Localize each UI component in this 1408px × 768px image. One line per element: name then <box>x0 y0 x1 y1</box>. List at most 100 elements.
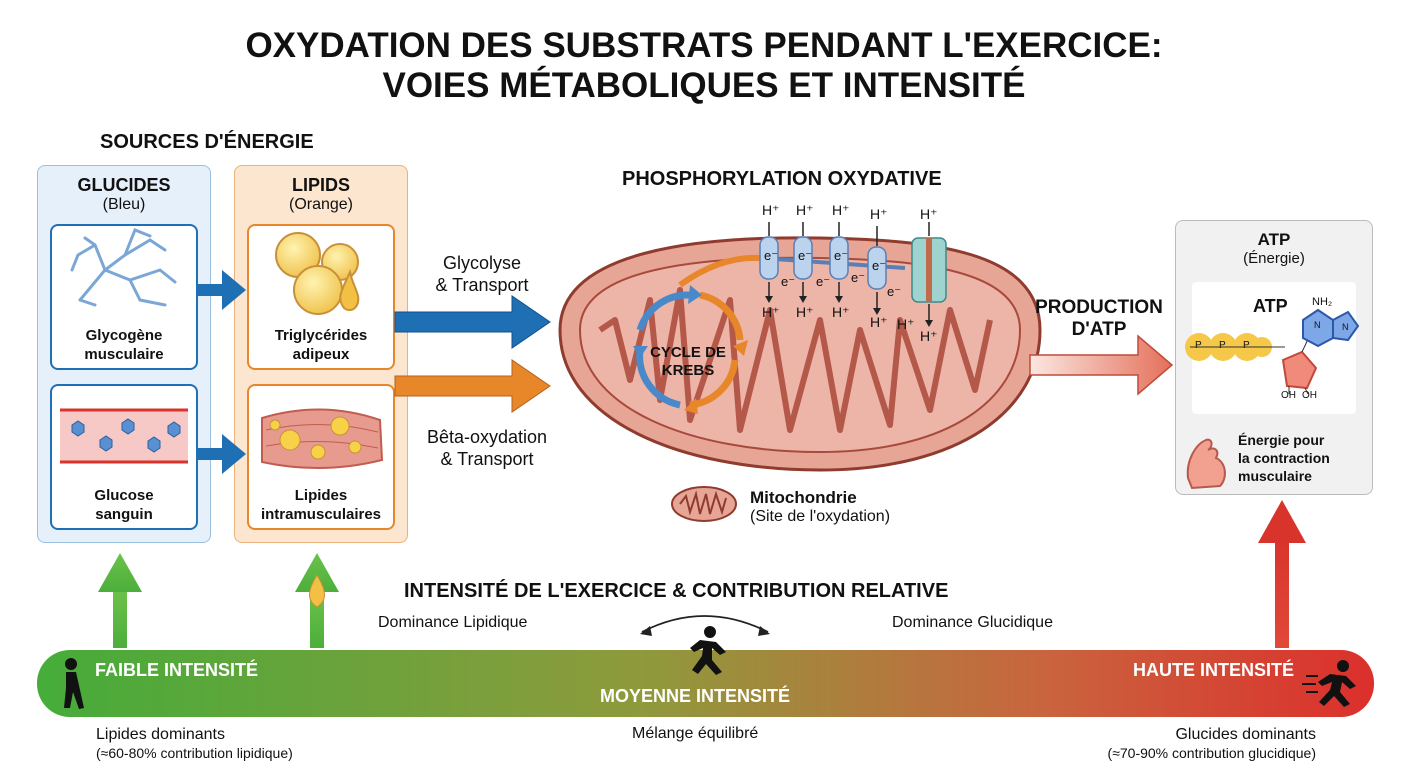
proton-5: H⁺ <box>920 206 938 222</box>
glycogen-line2: musculaire <box>84 346 164 363</box>
krebs-label: CYCLE DE KREBS <box>628 344 748 380</box>
proton-9: H⁺ <box>870 314 888 330</box>
runner-icon <box>690 626 726 675</box>
red-arrow <box>1258 500 1306 543</box>
intramuscular-line2: intramusculaires <box>260 506 382 523</box>
lipids-subtitle: (Orange) <box>288 196 354 213</box>
proton-4: H⁺ <box>870 206 888 222</box>
proton-3: H⁺ <box>832 202 850 218</box>
green-arrow-left <box>98 553 142 592</box>
phosphate-3: P <box>1243 340 1250 351</box>
glycogen-icon <box>70 228 177 307</box>
n-label-2: N <box>1342 322 1349 332</box>
mito-legend: Mitochondrie (Site de l'oxydation) <box>750 488 890 526</box>
electron-3: e⁻ <box>834 248 849 263</box>
lipids-title: LIPIDS <box>291 175 350 195</box>
lipids-header: LIPIDS (Orange) <box>234 175 408 214</box>
low-desc-line2: (≈60-80% contribution lipidique) <box>96 745 293 761</box>
fat-droplet <box>309 574 325 608</box>
blood-vessel-icon <box>60 408 188 464</box>
atp-subtitle: (Énergie) <box>1243 250 1305 267</box>
complex-3 <box>829 236 849 280</box>
beta-line2: & Transport <box>440 449 534 469</box>
production-label: PRODUCTION D'ATP <box>1024 297 1174 341</box>
arrow-glycogen <box>198 270 246 310</box>
atp-title: ATP <box>1257 230 1291 249</box>
walker-icon <box>64 658 84 709</box>
proton-10: H⁺ <box>897 316 915 332</box>
electron-2: e⁻ <box>798 248 813 263</box>
muscle-lipid-icon <box>261 408 384 469</box>
sprinter-icon <box>1302 660 1356 707</box>
electron-5: e⁻ <box>781 274 796 289</box>
mito-legend-desc: (Site de l'oxydation) <box>750 508 891 525</box>
atp-production-arrow <box>1029 334 1174 396</box>
dominance-lipid: Dominance Lipidique <box>378 614 528 631</box>
electron-4: e⁻ <box>872 258 887 273</box>
atp-header: ATP (Énergie) <box>1175 230 1373 267</box>
glucose-line2: sanguin <box>95 506 153 523</box>
high-intensity-label: HAUTE INTENSITÉ <box>1133 660 1295 680</box>
balance-arrow <box>641 615 769 633</box>
mid-intensity-label: MOYENNE INTENSITÉ <box>600 686 791 706</box>
glucose-caption: Glucose sanguin <box>50 486 198 524</box>
glycogen-line1: Glycogène <box>85 327 163 344</box>
proton-11: H⁺ <box>920 328 938 344</box>
complex-2 <box>793 236 813 280</box>
high-desc: Glucides dominants (≈70-90% contribution… <box>1080 725 1316 763</box>
glucides-subtitle: (Bleu) <box>102 196 146 213</box>
electron-6: e⁻ <box>816 274 831 289</box>
muscle-arm-icon <box>1186 438 1226 490</box>
mito-legend-name: Mitochondrie <box>750 488 857 507</box>
low-desc: Lipides dominants (≈60-80% contribution … <box>96 725 293 763</box>
energy-text: Énergie pour la contraction musculaire <box>1238 431 1330 485</box>
low-intensity-label: FAIBLE INTENSITÉ <box>95 660 259 680</box>
green-arrow-right <box>295 553 339 592</box>
beta-oxidation-arrow <box>394 359 551 413</box>
glucose-line1: Glucose <box>94 487 154 504</box>
energy-line2: la contraction <box>1238 450 1330 466</box>
proton-7: H⁺ <box>796 304 814 320</box>
sources-header: SOURCES D'ÉNERGIE <box>100 131 314 153</box>
red-stem <box>1275 540 1289 648</box>
electron-7: e⁻ <box>851 270 866 285</box>
glycolyse-label: Glycolyse & Transport <box>412 252 552 296</box>
glycogen-card <box>50 224 198 370</box>
arrow-glucose <box>198 434 246 474</box>
triglyceride-line1: Triglycérides <box>274 327 368 344</box>
nh2-label: NH₂ <box>1312 296 1333 308</box>
atp-molecule <box>1185 308 1360 395</box>
krebs-cycle-arrows <box>636 254 761 409</box>
proton-2: H⁺ <box>796 202 814 218</box>
triglyceride-line2: adipeux <box>292 346 350 363</box>
proton-6: H⁺ <box>762 304 780 320</box>
proton-1: H⁺ <box>762 202 780 218</box>
n-label-1: N <box>1314 320 1321 330</box>
energy-line3: musculaire <box>1238 468 1312 484</box>
glucides-header: GLUCIDES (Bleu) <box>37 175 211 214</box>
glycogen-caption: Glycogène musculaire <box>50 326 198 364</box>
krebs-line2: KREBS <box>661 362 715 379</box>
proton-8: H⁺ <box>832 304 850 320</box>
dominance-gluc: Dominance Glucidique <box>892 614 1053 631</box>
oxphos-header: PHOSPHORYLATION OXYDATIVE <box>622 168 942 190</box>
intramuscular-caption: Lipides intramusculaires <box>247 486 395 524</box>
intensity-bar <box>37 650 1374 717</box>
green-stem-left <box>113 590 127 648</box>
triglyceride-caption: Triglycérides adipeux <box>247 326 395 364</box>
glycolyse-line1: Glycolyse <box>442 253 522 273</box>
production-line2: D'ATP <box>1071 319 1127 340</box>
beta-oxidation-label: Bêta-oxydation & Transport <box>408 426 566 470</box>
beta-line1: Bêta-oxydation <box>426 427 548 447</box>
fat-cells-icon <box>275 232 360 315</box>
complex-1 <box>759 236 779 280</box>
oh-label-2: OH <box>1302 390 1317 401</box>
high-desc-line1: Glucides dominants <box>1175 726 1316 743</box>
complex-4 <box>867 246 887 290</box>
phosphate-2: P <box>1219 340 1226 351</box>
glycolyse-line2: & Transport <box>435 275 529 295</box>
production-line1: PRODUCTION <box>1035 297 1163 318</box>
mid-desc: Mélange équilibré <box>632 725 759 742</box>
intensity-header: INTENSITÉ DE L'EXERCICE & CONTRIBUTION R… <box>404 580 949 602</box>
